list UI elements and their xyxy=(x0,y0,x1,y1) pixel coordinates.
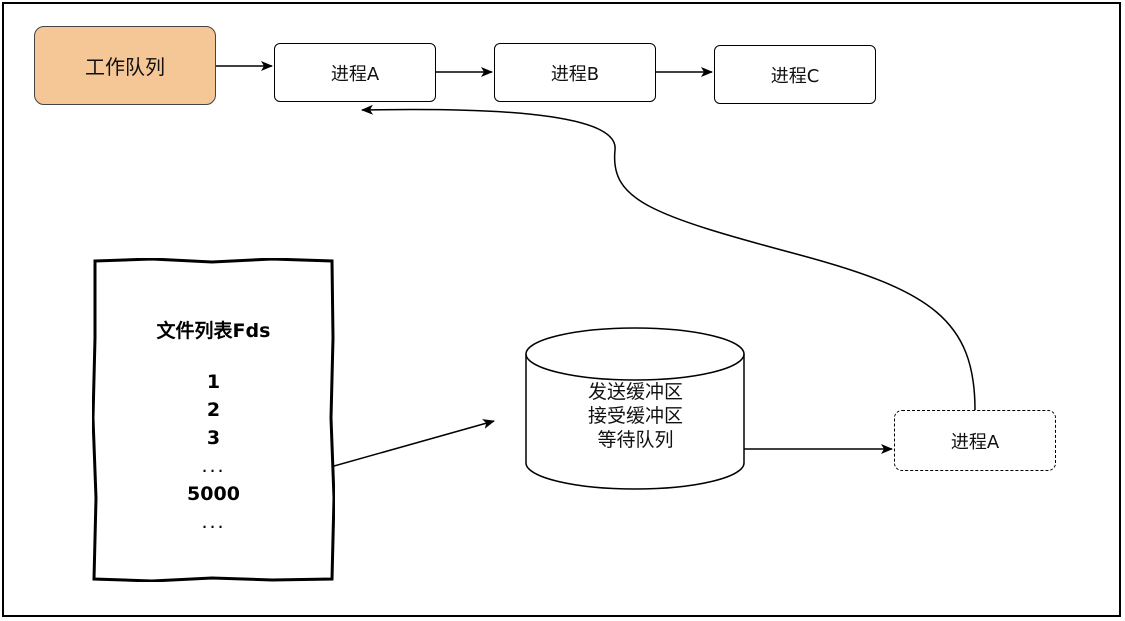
file-list-box xyxy=(92,258,335,582)
process-c-node: 进程C xyxy=(714,45,876,104)
curve-waiting-process-to-process-a xyxy=(361,104,976,411)
wait-queue-label: 等待队列 xyxy=(597,429,674,451)
fd-item: 5000 xyxy=(187,483,240,505)
fd-item-ellipsis: ... xyxy=(201,455,226,477)
process-b-node: 进程B xyxy=(494,43,656,102)
file-list-items: 1 2 3 ... 5000 ... xyxy=(92,368,335,536)
socket-cylinder xyxy=(525,327,745,490)
file-list-title: 文件列表Fds xyxy=(156,320,271,342)
work-queue-node: 工作队列 xyxy=(34,26,216,105)
recv-buffer-label: 接受缓冲区 xyxy=(587,405,683,427)
send-buffer-label: 发送缓冲区 xyxy=(587,381,683,403)
waiting-process-a-node: 进程A xyxy=(894,410,1056,471)
fd-item: 3 xyxy=(206,427,221,449)
socket-contents: 发送缓冲区 接受缓冲区 等待队列 xyxy=(526,380,745,452)
fd-item-ellipsis: ... xyxy=(201,511,226,533)
process-a-node: 进程A xyxy=(274,43,436,102)
fd-item: 2 xyxy=(206,399,221,421)
fd-item: 1 xyxy=(206,371,221,393)
